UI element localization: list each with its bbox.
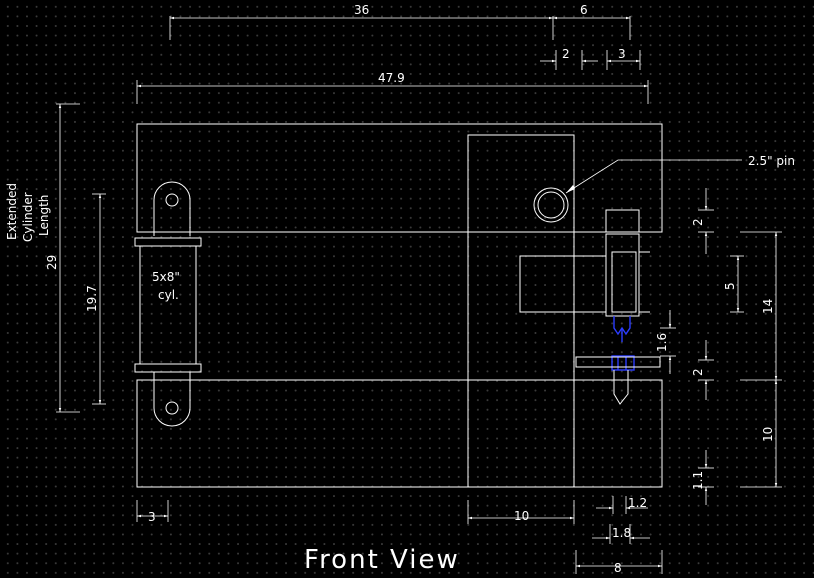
dim-3-top: [606, 50, 641, 70]
dim-2-top-text: 2: [562, 47, 570, 61]
dim-3-bottom: [136, 500, 169, 522]
latch-tip: [575, 356, 661, 405]
dim-8-bottom-text: 8: [614, 561, 622, 575]
dim-29-text: 29: [45, 255, 59, 270]
dim-11-text: 1.1: [691, 471, 705, 490]
pin-circle: [533, 187, 569, 223]
upper-plate: [136, 123, 663, 233]
dim-2-right-b-text: 2: [691, 368, 705, 376]
slider-block: [519, 209, 650, 317]
dim-36-text: 36: [354, 3, 369, 17]
dim-12-text: 1.2: [628, 496, 647, 510]
dim-10-bottom: [467, 500, 575, 524]
extended-label-1: Extended: [5, 183, 19, 240]
dim-479-text: 47.9: [378, 71, 405, 85]
dim-14-text: 14: [761, 299, 775, 314]
dim-12: [596, 496, 648, 514]
dim-11: [698, 450, 714, 505]
dim-5-text: 5: [723, 282, 737, 290]
dim-18-text: 1.8: [612, 526, 631, 540]
dim-29: [56, 103, 80, 413]
dim-2-top: [540, 50, 598, 70]
dim-197: [92, 193, 106, 405]
dim-2-right-a-text: 2: [691, 218, 705, 226]
dim-18: [592, 524, 650, 544]
extended-label-3: Length: [37, 195, 51, 236]
pin-leader: [565, 159, 742, 194]
lower-plate: [136, 379, 663, 488]
dim-479: [136, 80, 649, 104]
dim-8-bottom: [575, 550, 663, 574]
dim-5: [730, 255, 744, 313]
cylinder-label-2: cyl.: [158, 288, 179, 302]
dim-16: [660, 310, 676, 374]
cylinder-label-1: 5x8": [152, 270, 180, 284]
cylinder-body: [134, 237, 202, 373]
cylinder-bottom-clevis: [153, 372, 191, 427]
dim-3-top-text: 3: [618, 47, 626, 61]
dim-3-bottom-text: 3: [148, 510, 156, 524]
dim-197-text: 19.7: [85, 285, 99, 312]
dim-6: [553, 16, 631, 40]
dim-10-right-text: 10: [761, 427, 775, 442]
pin-label: 2.5" pin: [748, 154, 795, 168]
dim-10-right: [740, 380, 782, 488]
dim-10-bottom-text: 10: [514, 509, 529, 523]
blue-latch-detail: [611, 316, 635, 371]
extended-label-2: Cylinder: [21, 192, 35, 242]
dim-16-text: 1.6: [655, 333, 669, 352]
cylinder-top-clevis: [153, 181, 191, 236]
dim-36: [169, 16, 554, 40]
dim-2-right-b: [698, 340, 714, 400]
center-frame: [467, 134, 575, 488]
dim-6-text: 6: [580, 3, 588, 17]
view-title: Front View: [304, 545, 460, 575]
dim-2-right-a: [698, 188, 714, 254]
